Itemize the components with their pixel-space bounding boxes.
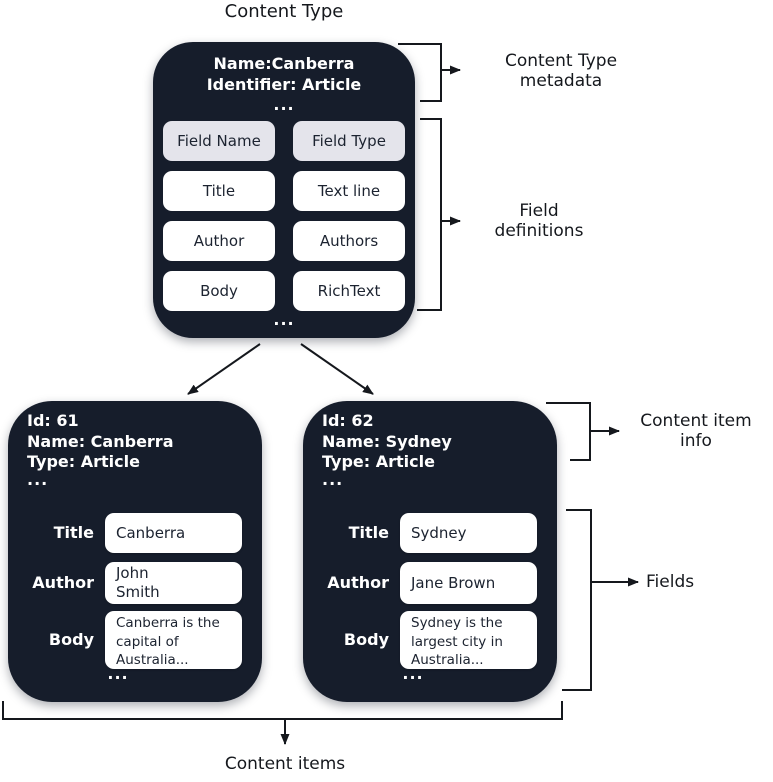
field-value-text: Jane Brown [411,573,496,592]
field-value-title: Canberra [105,513,242,553]
content-type-more-fields-ellipsis: ... [273,310,295,329]
content-item-meta-ellipsis: ... [322,470,344,489]
content-item-more-fields-ellipsis: ... [107,664,129,683]
field-label-body: Body [48,630,94,649]
field-type-cell: Authors [293,221,405,261]
field-label-title: Title [348,523,389,542]
field-value-text: Canberra is the capital of Australia... [116,615,220,668]
content-type-meta: Name:Canberra Identifier: Article [206,54,362,94]
field-type-cell: Text line [293,171,405,211]
field-definitions-table: Field Name Field Type Title Text line Au… [163,121,405,311]
field-name-cell: Author [163,221,275,261]
content-item-meta-ellipsis: ... [27,470,49,489]
bracket-content-type-metadata [398,43,442,102]
field-value-text: Sydney is the largest city in Australia.… [411,615,503,668]
content-type-meta-ellipsis: ... [273,95,295,114]
field-name-header: Field Name [163,121,275,161]
field-label-title: Title [53,523,94,542]
arrow-to-item-61-icon [187,343,261,395]
bracket-fields [562,509,592,691]
label-content-type-metadata: Content Type metadata [504,51,618,91]
label-fields: Fields [646,572,695,592]
field-value-text: Canberra [116,524,186,542]
field-value-body: Sydney is the largest city in Australia.… [400,611,537,669]
field-name-cell: Title [163,171,275,211]
field-value-text: John Smith [116,564,160,601]
field-type-cell: RichText [293,271,405,311]
label-field-definitions: Field definitions [494,201,584,241]
field-label-body: Body [343,630,389,649]
field-value-body: Canberra is the capital of Australia... [105,611,242,669]
content-item-box-62: Id: 62 Name: Sydney Type: Article ... Ti… [303,401,557,702]
bracket-content-items [2,701,563,720]
field-type-header: Field Type [293,121,405,161]
label-content-items: Content items [224,754,346,774]
arrow-to-item-62-icon [300,343,374,395]
field-value-author: John Smith [105,562,242,604]
content-type-box: Name:Canberra Identifier: Article ... Fi… [153,42,415,338]
field-value-author: Jane Brown [400,562,537,604]
content-item-more-fields-ellipsis: ... [402,664,424,683]
field-value-title: Sydney [400,513,537,553]
page-title: Content Type [224,1,344,22]
field-label-author: Author [327,573,389,592]
field-value-text: Sydney [411,524,467,542]
field-name-cell: Body [163,271,275,311]
label-content-item-info: Content item info [640,411,752,451]
bracket-field-definitions [417,118,442,311]
content-item-meta: Id: 62 Name: Sydney Type: Article [322,411,452,471]
field-label-author: Author [32,573,94,592]
content-item-box-61: Id: 61 Name: Canberra Type: Article ... … [8,401,262,702]
content-item-meta: Id: 61 Name: Canberra Type: Article [27,411,174,471]
